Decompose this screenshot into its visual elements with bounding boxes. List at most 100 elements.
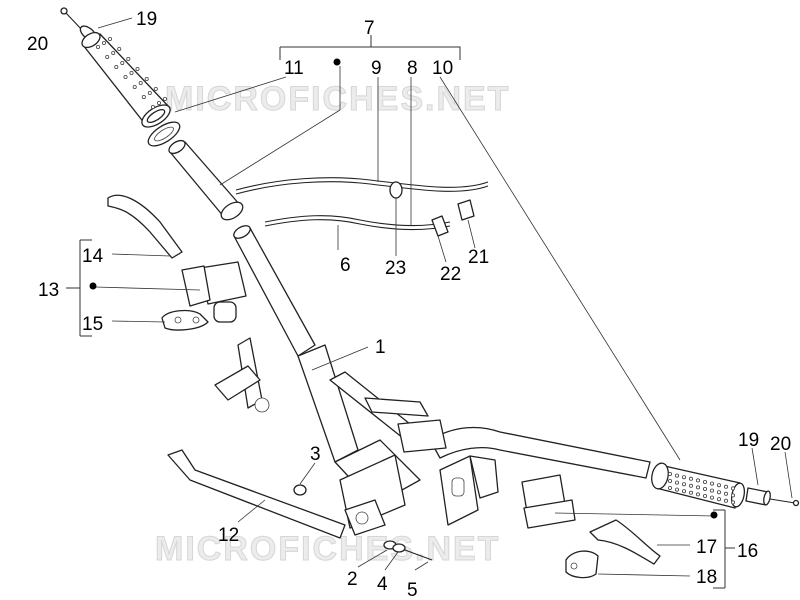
- grip-dot: [675, 480, 680, 485]
- grip-dot: [717, 483, 722, 488]
- callout-23: 23: [385, 258, 406, 279]
- grip-dot: [682, 489, 687, 494]
- hardware-icon: [293, 484, 433, 561]
- grip-dot: [117, 47, 122, 52]
- grip-dot: [141, 95, 146, 100]
- callout-19-left: 19: [136, 9, 157, 30]
- grip-dot: [703, 486, 708, 491]
- grip-dot: [682, 475, 687, 480]
- grip-dot: [703, 479, 708, 484]
- callout-22: 22: [440, 264, 461, 285]
- grip-dot: [102, 41, 107, 46]
- grip-dot: [731, 486, 736, 491]
- callout-6: 6: [340, 255, 351, 276]
- callout-14: 14: [82, 246, 104, 267]
- grip-dot: [668, 471, 673, 476]
- grip-dot: [696, 485, 701, 490]
- grip-dot: [731, 500, 736, 505]
- grip-dot: [111, 51, 116, 56]
- callout-20-right: 20: [770, 434, 791, 455]
- left-brake-assembly: [107, 194, 247, 331]
- leader-lines: [66, 17, 793, 589]
- callout-5: 5: [407, 580, 418, 600]
- grip-dot: [114, 65, 119, 70]
- cable-icon: [235, 177, 489, 237]
- grip-dot: [724, 484, 729, 489]
- callout-2: 2: [347, 569, 358, 590]
- watermark-bottom: MICROFICHES.NET: [155, 530, 500, 568]
- callout-19-right: 19: [738, 430, 759, 451]
- grip-dot: [724, 491, 729, 496]
- grip-dot: [675, 487, 680, 492]
- right-brake-assembly: [521, 474, 661, 579]
- brake-lever-icon: [107, 194, 183, 259]
- grip-dot: [129, 71, 134, 76]
- throttle-tube-icon: [168, 139, 244, 221]
- clamp-icon: [161, 309, 209, 331]
- callout-1: 1: [375, 337, 386, 358]
- grip-icon: [81, 31, 171, 128]
- grip-icon: [651, 462, 746, 509]
- grip-dot: [703, 493, 708, 498]
- callout-8: 8: [407, 58, 418, 79]
- callout-7: 7: [364, 18, 375, 39]
- grip-dot: [96, 45, 101, 50]
- grip-dot: [731, 493, 736, 498]
- brake-lever-icon: [589, 519, 661, 565]
- grip-dot: [717, 497, 722, 502]
- left-grip-assembly: [60, 7, 244, 221]
- callout-20-left: 20: [27, 34, 48, 55]
- grip-dot: [710, 488, 715, 493]
- callout-12: 12: [218, 525, 239, 546]
- grip-dot: [135, 67, 140, 72]
- grip-dot: [724, 498, 729, 503]
- grip-dot: [696, 478, 701, 483]
- grip-dot: [162, 97, 167, 102]
- grip-dot: [132, 85, 137, 90]
- master-cylinder-icon: [181, 261, 247, 323]
- callout-11: 11: [284, 58, 304, 79]
- reference-dot: [710, 511, 718, 519]
- grip-dot: [668, 478, 673, 483]
- callout-labels: 1 2 3 4 5 6 7 8 9 10 11 12 13 14 15 16 1…: [27, 9, 791, 600]
- callout-13: 13: [38, 280, 59, 301]
- grip-dot: [123, 75, 128, 80]
- callout-21: 21: [468, 247, 489, 268]
- callout-17: 17: [696, 537, 717, 558]
- master-cylinder-icon: [521, 474, 576, 529]
- grip-dot: [682, 482, 687, 487]
- strap-icon: [167, 449, 346, 539]
- grip-dot: [150, 105, 155, 110]
- grip-dot: [696, 492, 701, 497]
- end-weight-icon: [745, 487, 771, 506]
- watermark-top: MICROFICHES.NET: [165, 80, 510, 118]
- grip-dot: [147, 91, 152, 96]
- right-grip-assembly: [651, 462, 800, 509]
- grip-dot: [689, 490, 694, 495]
- callout-3: 3: [310, 444, 321, 465]
- grip-dot: [120, 61, 125, 66]
- callout-10: 10: [432, 58, 453, 79]
- grip-dot: [153, 87, 158, 92]
- handlebar-icon: [214, 225, 651, 536]
- bolt-icon: [769, 498, 800, 507]
- callout-18: 18: [696, 567, 717, 588]
- grip-dot: [717, 490, 722, 495]
- callout-15: 15: [82, 314, 103, 335]
- grip-dot: [675, 473, 680, 478]
- grip-dot: [138, 81, 143, 86]
- reference-dot: [89, 282, 97, 290]
- grip-dot: [126, 57, 131, 62]
- grip-dot: [156, 101, 161, 106]
- grip-dot: [710, 481, 715, 486]
- clamp-icon: [565, 550, 599, 579]
- callout-9: 9: [371, 58, 382, 79]
- callout-4: 4: [377, 574, 388, 595]
- spacer-ring-icon: [147, 121, 181, 147]
- grip-dot: [105, 55, 110, 60]
- reference-dot: [333, 58, 341, 66]
- callout-16: 16: [737, 541, 758, 562]
- grip-dot: [689, 476, 694, 481]
- grip-dot: [710, 495, 715, 500]
